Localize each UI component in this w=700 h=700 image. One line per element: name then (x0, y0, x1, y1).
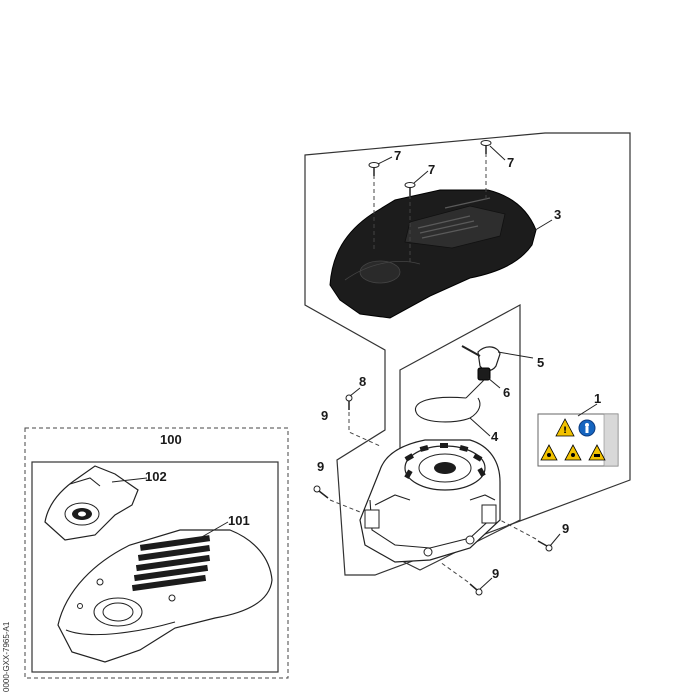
main-assembly-frame (304, 132, 631, 576)
callout-9-d: 9 (492, 566, 499, 581)
callout-7-c: 7 (507, 155, 514, 170)
kit-100-dashed-frame (24, 427, 289, 679)
callout-9-a: 9 (321, 408, 328, 423)
cover-part-101 (57, 529, 273, 663)
callout-102: 102 (145, 469, 167, 484)
screw-7-a (368, 162, 380, 176)
svg-text:!: ! (563, 426, 567, 436)
callout-6: 6 (503, 385, 510, 400)
screw-7-b (404, 182, 416, 196)
callout-3: 3 (554, 207, 561, 222)
starter-housing (359, 439, 501, 563)
screw-9-c (499, 519, 553, 552)
leader-lines (111, 145, 598, 590)
callout-7-a: 7 (394, 148, 401, 163)
kit-101-frame (31, 461, 279, 673)
callout-9-c: 9 (562, 521, 569, 536)
callout-9-b: 9 (317, 459, 324, 474)
cover-part-102 (44, 465, 139, 541)
starter-grip-part-5 (461, 345, 501, 372)
starter-rope-part-4 (414, 396, 481, 423)
callout-1: 1 (594, 391, 601, 406)
callout-101: 101 (228, 513, 250, 528)
callout-7-b: 7 (428, 162, 435, 177)
rope-guide-part-6 (465, 367, 491, 399)
screw-7-c (480, 140, 492, 154)
callout-8: 8 (359, 374, 366, 389)
callout-4: 4 (491, 429, 499, 444)
screw-9-b (313, 485, 361, 513)
screw-9-d (439, 561, 483, 596)
callout-100: 100 (160, 432, 182, 447)
callout-5: 5 (537, 355, 544, 370)
reference-code: 0000-GXX-7965-A1 (2, 621, 11, 692)
top-cover-part-3 (329, 146, 537, 319)
screw-9-a (345, 394, 381, 447)
warning-label-part-1: ! (537, 413, 619, 467)
